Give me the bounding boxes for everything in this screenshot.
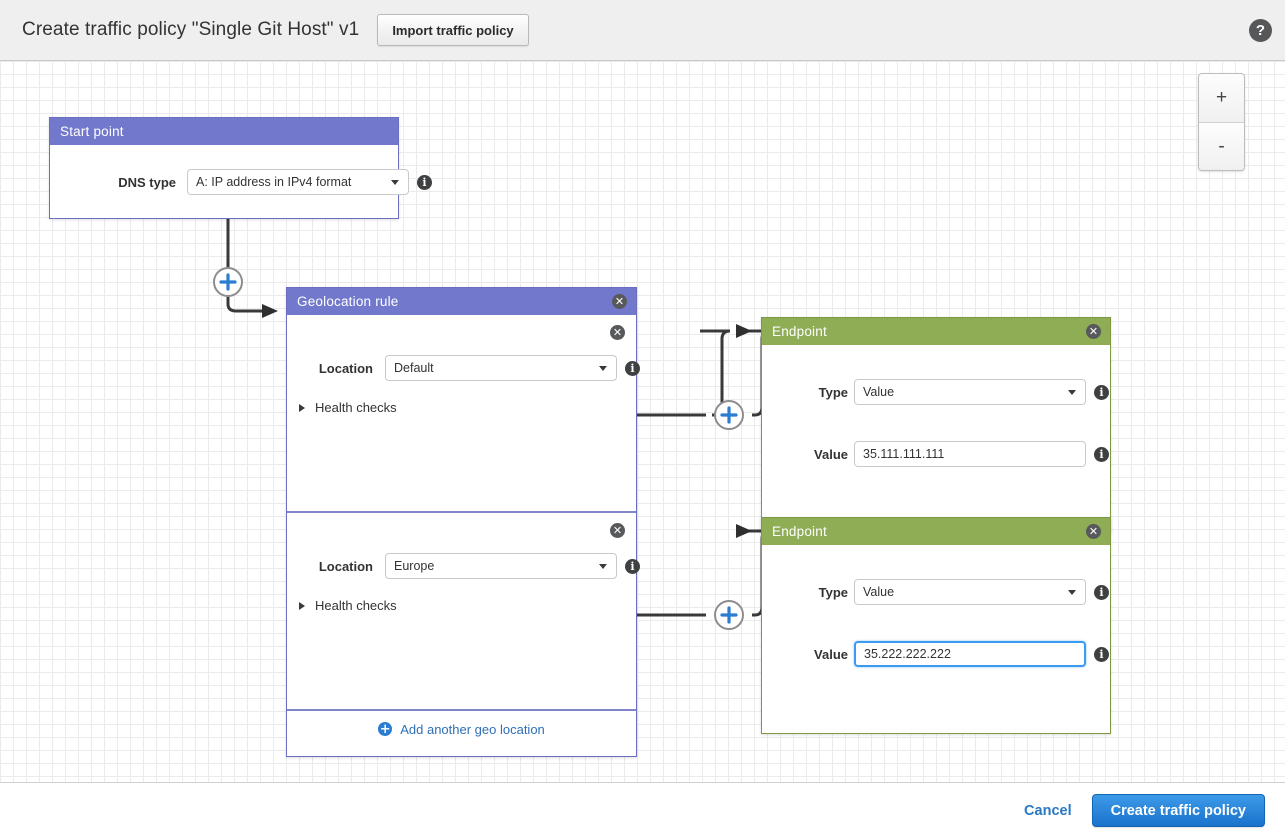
dns-type-info-icon[interactable]: i: [417, 174, 432, 190]
geolocation-rule-node[interactable]: Geolocation rule ✕ ✕ Location Default i …: [286, 287, 640, 757]
remove-location-icon[interactable]: ✕: [610, 325, 625, 340]
endpoint-value-input[interactable]: 35.222.222.222: [854, 641, 1086, 667]
location-divider: [287, 511, 636, 513]
chevron-down-icon: [599, 564, 607, 569]
endpoint-header: Endpoint ✕: [762, 518, 1110, 545]
endpoint-value-text: 35.222.222.222: [864, 647, 951, 661]
zoom-controls[interactable]: + -: [1198, 73, 1245, 171]
endpoint-body: Type Value i Value 35.111.111.111 i: [762, 345, 1110, 533]
location-value: Europe: [394, 559, 435, 573]
endpoint-node[interactable]: Endpoint ✕ Type Value i Value 35.222.222…: [761, 517, 1111, 734]
start-point-title: Start point: [60, 124, 124, 139]
endpoint-value-label: Value: [814, 646, 848, 662]
location-info-icon[interactable]: i: [625, 558, 640, 574]
endpoint-value-input[interactable]: 35.111.111.111: [854, 441, 1086, 467]
location-label: Location: [318, 558, 373, 574]
endpoint-type-info-icon[interactable]: i: [1094, 584, 1109, 600]
chevron-right-icon: [299, 601, 305, 610]
geolocation-rule-title: Geolocation rule: [297, 294, 399, 309]
endpoint-value-text: 35.111.111.111: [863, 447, 945, 461]
location-value: Default: [394, 361, 434, 375]
zoom-in-button[interactable]: +: [1199, 74, 1244, 122]
location-label: Location: [318, 360, 373, 376]
location-info-icon[interactable]: i: [625, 360, 640, 376]
dns-type-select[interactable]: A: IP address in IPv4 format: [187, 169, 409, 195]
health-checks-label: Health checks: [315, 400, 397, 415]
plus-icon: +: [378, 721, 393, 737]
chevron-down-icon: [1068, 590, 1076, 595]
endpoint-type-info-icon[interactable]: i: [1094, 384, 1109, 400]
close-icon[interactable]: ✕: [1086, 524, 1101, 539]
import-traffic-policy-button[interactable]: Import traffic policy: [377, 14, 529, 46]
endpoint-title: Endpoint: [772, 524, 827, 539]
location-select[interactable]: Default: [385, 355, 617, 381]
app-header: Create traffic policy "Single Git Host" …: [0, 0, 1285, 61]
remove-location-icon[interactable]: ✕: [610, 523, 625, 538]
endpoint-type-value: Value: [863, 385, 895, 399]
geolocation-rule-header: Geolocation rule ✕: [287, 288, 636, 315]
dns-type-label: DNS type: [118, 174, 176, 190]
chevron-right-icon: [299, 403, 305, 412]
endpoint-type-label: Type: [818, 384, 848, 400]
endpoint-value-info-icon[interactable]: i: [1094, 646, 1109, 662]
start-point-header: Start point: [50, 118, 398, 145]
geo-location-block: ✕ Location Default i Health checks: [287, 315, 640, 511]
endpoint-type-select[interactable]: Value: [854, 579, 1086, 605]
start-point-body: DNS type A: IP address in IPv4 format i: [50, 145, 432, 219]
chevron-down-icon: [1068, 390, 1076, 395]
endpoint-body: Type Value i Value 35.222.222.222 i: [762, 545, 1110, 733]
add-another-geo-location-button[interactable]: + Add another geo location: [287, 709, 636, 747]
footer-action-bar: Cancel Create traffic policy: [0, 782, 1285, 838]
endpoint-value-label: Value: [814, 446, 848, 462]
zoom-out-button[interactable]: -: [1199, 122, 1244, 170]
close-icon[interactable]: ✕: [612, 294, 627, 309]
chevron-down-icon: [391, 180, 399, 185]
close-icon[interactable]: ✕: [1086, 324, 1101, 339]
add-geo-location-label: Add another geo location: [400, 721, 545, 737]
start-point-node[interactable]: Start point DNS type A: IP address in IP…: [49, 117, 432, 219]
dns-type-value: A: IP address in IPv4 format: [196, 175, 352, 189]
health-checks-toggle[interactable]: Health checks: [299, 400, 397, 415]
endpoint-type-value: Value: [863, 585, 895, 599]
endpoint-title: Endpoint: [772, 324, 827, 339]
endpoint-node[interactable]: Endpoint ✕ Type Value i Value 35.111.111…: [761, 317, 1111, 534]
endpoint-type-select[interactable]: Value: [854, 379, 1086, 405]
chevron-down-icon: [599, 366, 607, 371]
page-title: Create traffic policy "Single Git Host" …: [22, 19, 360, 40]
create-traffic-policy-button[interactable]: Create traffic policy: [1091, 794, 1265, 827]
help-icon[interactable]: ?: [1249, 19, 1272, 42]
health-checks-label: Health checks: [315, 598, 397, 613]
endpoint-type-label: Type: [818, 584, 848, 600]
cancel-button[interactable]: Cancel: [1024, 802, 1072, 819]
geo-location-block: ✕ Location Europe i Health checks: [287, 513, 640, 709]
health-checks-toggle[interactable]: Health checks: [299, 598, 397, 613]
policy-canvas[interactable]: + - Start point DNS type A: IP address i…: [0, 61, 1285, 782]
endpoint-value-info-icon[interactable]: i: [1094, 446, 1109, 462]
location-select[interactable]: Europe: [385, 553, 617, 579]
endpoint-header: Endpoint ✕: [762, 318, 1110, 345]
